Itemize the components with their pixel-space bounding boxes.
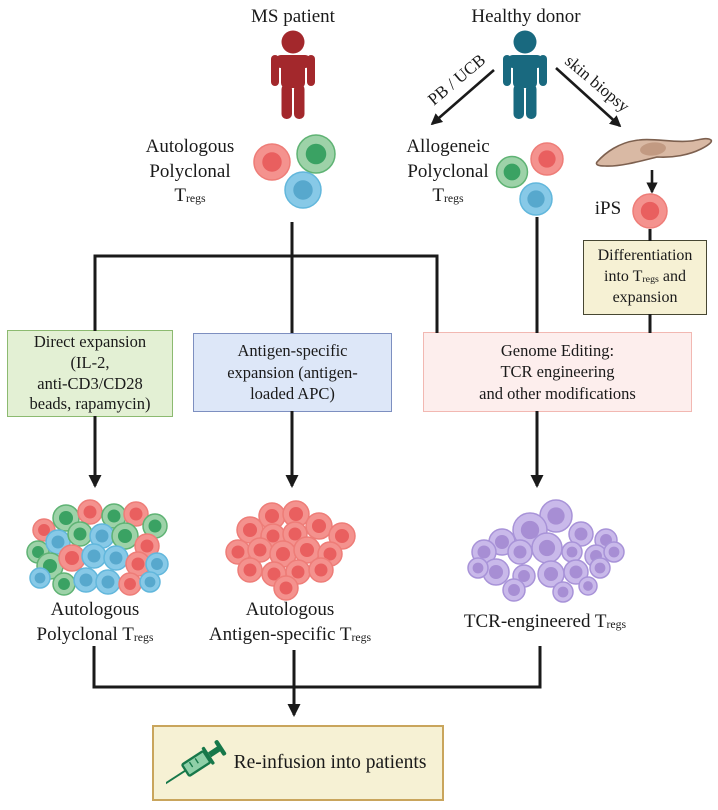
autologous-polyclonal-product-label: Autologous Polyclonal Tregs (36, 599, 154, 645)
healthy-donor-person-icon (503, 30, 547, 119)
differentiation-line1: Differentiation (597, 247, 693, 265)
ms-patient-label: MS patient (251, 6, 335, 27)
allogeneic-source-label: Allogeneic Polyclonal Tregs (406, 136, 490, 207)
autologous-polyclonal-cluster (26, 499, 169, 596)
direct-expansion-box: Direct expansion (IL-2, anti-CD3/CD28 be… (7, 330, 173, 417)
differentiation-box: Differentiation into Tregs and expansion (583, 240, 707, 315)
genome-editing-box: Genome Editing: TCR engineering and othe… (423, 332, 692, 412)
pb-ucb-label: PB / UCB (424, 50, 490, 110)
tcr-engineered-product-label: TCR-engineered Tregs (463, 611, 627, 632)
syringe-icon (166, 740, 227, 785)
fibroblast-cell-icon (595, 137, 713, 167)
tcr-engineered-cluster (467, 499, 625, 603)
autologous-antigen-cluster (225, 500, 356, 601)
ms-patient-person-icon (271, 30, 315, 119)
healthy-donor-label: Healthy donor (471, 6, 581, 27)
antigen-specific-expansion-box: Antigen-specific expansion (antigen- loa… (193, 333, 392, 412)
reinfusion-box: Re-infusion into patients (152, 725, 444, 801)
differentiation-line2: into Tregs and (604, 268, 686, 286)
reinfusion-label: Re-infusion into patients (233, 752, 427, 773)
autologous-antigen-product-label: Autologous Antigen-specific Tregs (208, 599, 372, 645)
skin-biopsy-label: skin biopsy (561, 51, 634, 116)
differentiation-line3: expansion (612, 288, 678, 306)
ips-cell (632, 193, 668, 229)
ips-label: iPS (594, 198, 622, 219)
autologous-source-label: Autologous Polyclonal Tregs (145, 136, 235, 207)
